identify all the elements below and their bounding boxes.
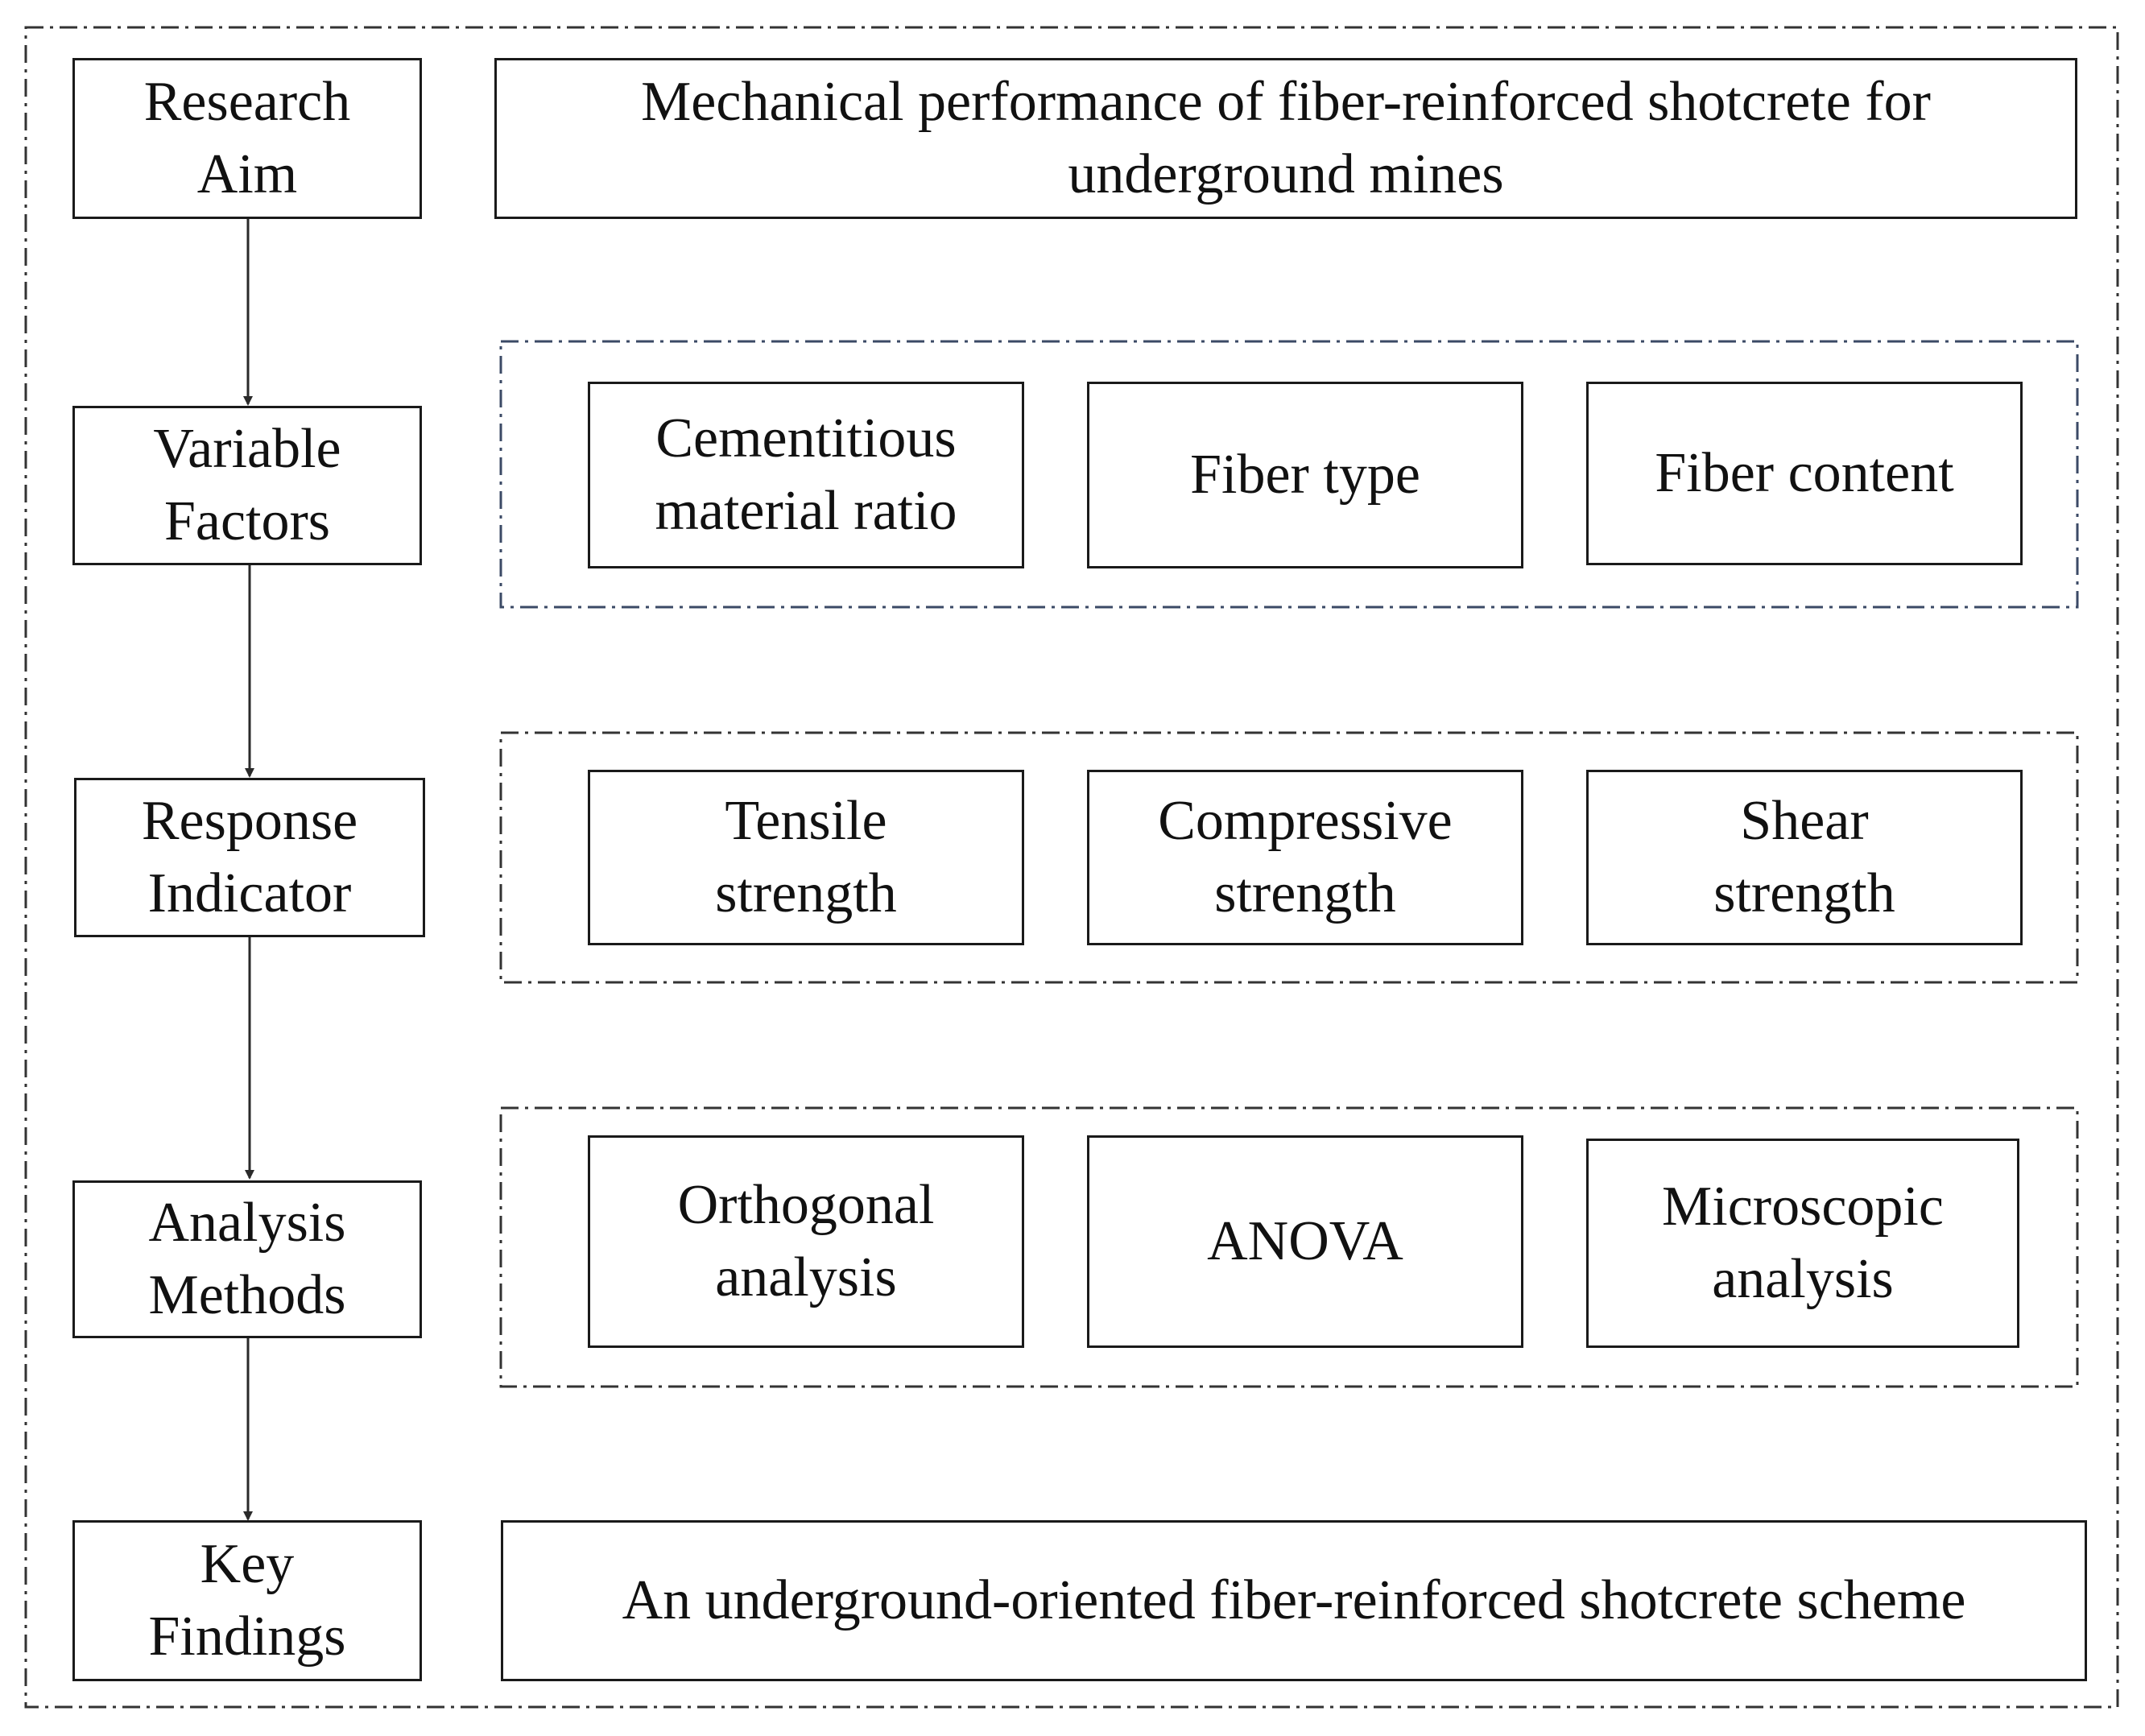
factor-fiber-type: Fiber type <box>1087 382 1523 568</box>
indicator-tensile-strength: Tensile strength <box>588 770 1024 945</box>
stage-analysis-methods: Analysis Methods <box>72 1180 422 1338</box>
method-microscopic-analysis: Microscopic analysis <box>1586 1139 2019 1348</box>
stage-response-indicator: Response Indicator <box>74 778 425 937</box>
factor-cementitious-material-ratio: Cementitious material ratio <box>588 382 1024 568</box>
method-anova: ANOVA <box>1087 1135 1523 1348</box>
research-aim-box: Mechanical performance of fiber-reinforc… <box>494 58 2077 219</box>
variable-factors-frame <box>499 340 2079 609</box>
stage-variable-factors: Variable Factors <box>72 406 422 565</box>
analysis-methods-frame <box>499 1106 2079 1388</box>
stage-research-aim: Research Aim <box>72 58 422 219</box>
response-indicator-frame <box>499 731 2079 984</box>
stage-key-findings: Key Findings <box>72 1520 422 1681</box>
outer-frame <box>24 26 2119 1709</box>
key-findings-box: An underground-oriented fiber-reinforced… <box>501 1520 2087 1681</box>
factor-fiber-content: Fiber content <box>1586 382 2023 565</box>
method-orthogonal-analysis: Orthogonal analysis <box>588 1135 1024 1348</box>
indicator-shear-strength: Shear strength <box>1586 770 2023 945</box>
indicator-compressive-strength: Compressive strength <box>1087 770 1523 945</box>
